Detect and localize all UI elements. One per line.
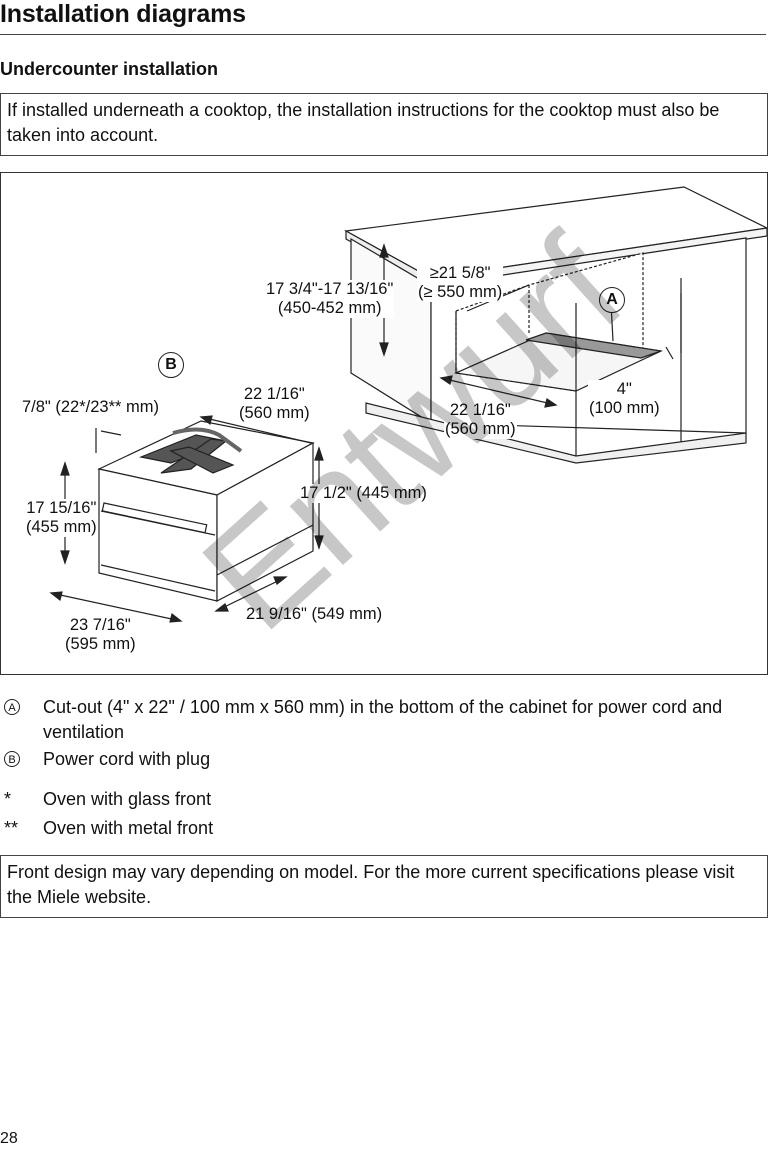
depth-side-label: 21 9/16" (549 mm): [245, 605, 384, 624]
page-title: Installation diagrams: [0, 0, 246, 28]
title-divider: [0, 34, 766, 35]
legend-text-metal: Oven with metal front: [43, 818, 214, 838]
legend-text-glass: Oven with glass front: [43, 789, 212, 809]
legend-key-glass: *: [4, 789, 12, 809]
width-front-label: 23 7/16" (595 mm): [64, 616, 137, 654]
gap-label: 7/8" (22*/23** mm): [21, 398, 160, 417]
width-front-value: 23 7/16": [69, 616, 131, 634]
cutout-label: 4" (100 mm): [588, 380, 661, 418]
niche-height-value: 17 3/4"-17 13/16": [266, 280, 394, 298]
legend-key-b-icon: B: [4, 751, 20, 767]
marker-b-icon: B: [158, 352, 184, 378]
depth-top-value: 22 1/16": [243, 385, 305, 403]
height-left-label: 17 15/16" (455 mm): [25, 499, 98, 537]
cutout-mm-value: (100 mm): [589, 399, 660, 417]
height-left-mm-value: (455 mm): [26, 518, 97, 536]
depth-top-label: 22 1/16" (560 mm): [238, 385, 311, 423]
installation-diagram: B A 22 1/16" (560 mm) 7/8" (22*/23** mm)…: [0, 172, 768, 675]
height-left-value: 17 15/16": [26, 499, 97, 517]
legend-text-a: Cut-out (4" x 22" / 100 mm x 560 mm) in …: [43, 697, 723, 742]
niche-height-label: 17 3/4"-17 13/16" (450-452 mm): [265, 280, 395, 318]
marker-a-icon: A: [599, 287, 625, 313]
info-note-top: If installed underneath a cooktop, the i…: [0, 93, 768, 156]
section-heading: Undercounter installation: [0, 59, 219, 79]
niche-depth-label: 22 1/16" (560 mm): [444, 401, 517, 439]
legend-text-b: Power cord with plug: [43, 749, 211, 769]
niche-height-mm-value: (450-452 mm): [277, 299, 382, 317]
legend-key-a-icon: A: [4, 699, 20, 715]
cutout-value: 4": [616, 380, 632, 398]
legend-key-metal: **: [4, 818, 19, 838]
niche-width-mm-value: (≥ 550 mm): [418, 283, 503, 301]
page-number: 28: [0, 1130, 18, 1147]
depth-top-mm-value: (560 mm): [239, 404, 310, 422]
width-front-mm-value: (595 mm): [65, 635, 136, 653]
niche-depth-value: 22 1/16": [449, 401, 511, 419]
niche-depth-mm-value: (560 mm): [445, 420, 516, 438]
niche-width-value: ≥21 5/8": [429, 264, 491, 282]
diagram-drawing: [49, 186, 767, 623]
niche-width-label: ≥21 5/8" (≥ 550 mm): [417, 264, 504, 302]
height-right-label: 17 1/2" (445 mm): [299, 484, 428, 503]
info-note-bottom: Front design may vary depending on model…: [0, 855, 768, 918]
